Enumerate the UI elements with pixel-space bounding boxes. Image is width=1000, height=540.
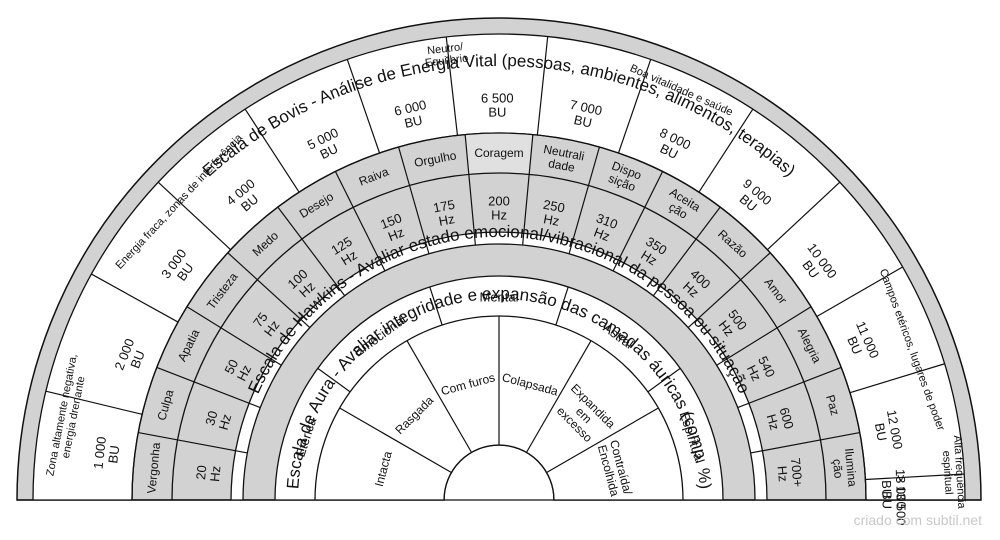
hawkins-frequency: 150Hz xyxy=(378,210,409,245)
bovis-value: 13 000BU xyxy=(879,469,909,510)
bovis-group-neutral: Neutro/Equiíbrio xyxy=(423,41,469,70)
bovis-divider xyxy=(445,36,459,136)
hawkins-frequency: 175Hz xyxy=(432,197,459,230)
chart-geometry xyxy=(16,17,982,501)
hawkins-mid-edge xyxy=(171,172,827,501)
hawkins-divider xyxy=(522,134,534,246)
hawkins-divider xyxy=(612,171,664,272)
bovis-divider xyxy=(766,181,841,251)
bovis-divider xyxy=(91,273,179,323)
hawkins-divider xyxy=(227,252,311,328)
aura-layer-divider xyxy=(429,286,443,326)
highlight-coragem xyxy=(465,133,533,175)
aura-state-divider xyxy=(525,340,592,453)
bovis-value: 6 000BU xyxy=(393,97,431,133)
hawkins-divider xyxy=(334,171,386,272)
hawkins-divider xyxy=(750,431,860,454)
hawkins-divider xyxy=(737,366,842,409)
aura-state-divider xyxy=(339,407,452,474)
bovis-divider xyxy=(536,36,549,136)
hawkins-frequency: 540Hz xyxy=(742,354,778,386)
hawkins-divider xyxy=(464,134,476,246)
hawkins-band-inner-edge xyxy=(230,231,768,501)
bovis-divider xyxy=(816,266,903,318)
hawkins-outer-edge xyxy=(131,132,867,501)
hawkins-divider xyxy=(568,146,601,254)
hawkins-frequency: 700+Hz xyxy=(774,457,806,489)
bovis-value: 7 000BU xyxy=(565,97,603,132)
hawkins-divider xyxy=(138,431,248,454)
bovis-divider xyxy=(346,59,381,154)
bovis-divider xyxy=(698,108,754,193)
hawkins-frequency: 50Hz xyxy=(221,356,254,383)
bovis-band-inner-edge xyxy=(32,33,966,501)
hawkins-divider xyxy=(156,366,261,409)
hawkins-frequency: 600Hz xyxy=(763,406,797,435)
bovis-divider xyxy=(865,473,965,481)
hawkins-frequency: 20Hz xyxy=(193,464,223,483)
aura-state-divider xyxy=(406,340,473,453)
aura-layer: Mental xyxy=(479,290,518,305)
hawkins-frequency: 250Hz xyxy=(539,197,566,230)
hawkins-emotion: Iluminação xyxy=(829,448,859,489)
bovis-divider xyxy=(45,390,143,415)
aura-layer-divider xyxy=(647,367,681,393)
aura-layer-divider xyxy=(555,286,569,326)
bovis-divider xyxy=(617,59,652,154)
hawkins-frequency: 30Hz xyxy=(202,408,234,431)
bovis-divider xyxy=(244,108,300,193)
bovis-value: 8 000BU xyxy=(651,125,693,165)
credit-watermark: criado com subtil.net xyxy=(853,512,982,528)
bovis-value: 12 000BU xyxy=(870,409,906,453)
hawkins-divider xyxy=(186,306,282,366)
hawkins-inner-edge xyxy=(242,243,756,501)
bovis-group-spiritual: Alta frequênciaespiritual xyxy=(939,435,967,511)
hawkins-divider xyxy=(687,252,771,328)
aura-band-inner-edge xyxy=(274,275,724,501)
bovis-value: 1 000BU xyxy=(90,436,123,472)
hawkins-emotion: Coragem xyxy=(474,146,523,160)
bovis-value-ring xyxy=(33,34,965,500)
aura-state-divider xyxy=(546,407,659,474)
hawkins-emotion: Paz xyxy=(823,393,842,417)
hawkins-emotion: Neutralidade xyxy=(540,142,586,176)
bovis-value: > 13 500BU xyxy=(879,475,908,526)
hawkins-divider xyxy=(716,306,812,366)
hawkins-divider xyxy=(652,206,721,297)
hawkins-emotion: Vergonha xyxy=(144,441,163,494)
bovis-divider xyxy=(849,363,945,394)
bovis-divider xyxy=(157,181,232,251)
hawkins-divider xyxy=(277,206,346,297)
hawkins-divider xyxy=(397,146,430,254)
hawkins-frequency: 310Hz xyxy=(589,210,620,245)
aura-layer-divider xyxy=(317,367,351,393)
